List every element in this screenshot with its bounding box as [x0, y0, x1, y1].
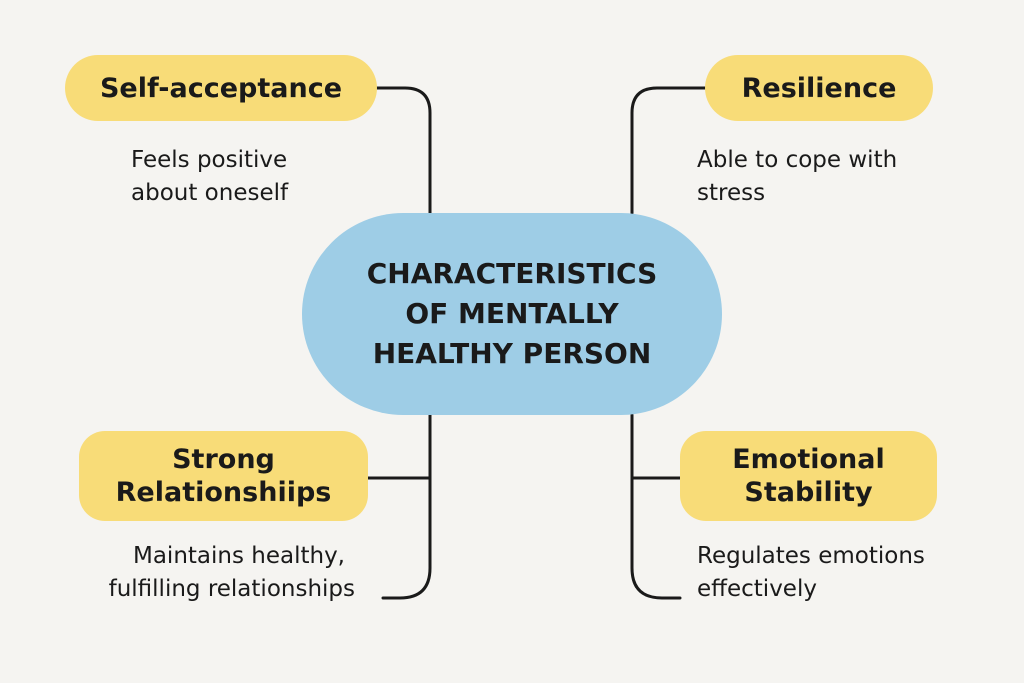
node-title: Resilience: [741, 72, 897, 104]
node-title: Stability: [744, 477, 873, 508]
desc-line: fulfilling relationships: [108, 576, 355, 602]
node-description-resilience: Able to cope with stress: [697, 144, 897, 210]
desc-line: effectively: [697, 576, 817, 602]
node-description-emotional-stability: Regulates emotions effectively: [697, 540, 925, 606]
connector-strong-relationships: [381, 413, 432, 600]
node-strong-relationships: Strong Relationshiips: [79, 431, 368, 521]
connector-resilience: [630, 86, 707, 215]
node-self-acceptance: Self-acceptance: [65, 55, 377, 121]
node-description-strong-relationships: Maintains healthy, fulfilling relationsh…: [70, 540, 355, 606]
central-topic: CHARACTERISTICS OF MENTALLY HEALTHY PERS…: [302, 213, 722, 415]
desc-line: Able to cope with: [697, 147, 898, 173]
desc-line: Maintains healthy,: [132, 543, 345, 569]
connector-emotional-stability: [630, 413, 682, 600]
desc-line: Regulates emotions: [697, 543, 925, 569]
desc-line: Feels positive: [131, 147, 288, 173]
node-description-self-acceptance: Feels positive about oneself: [131, 144, 288, 210]
desc-line: stress: [697, 180, 766, 206]
central-topic-line: HEALTHY PERSON: [372, 337, 652, 370]
node-title: Relationshiips: [115, 477, 332, 508]
node-emotional-stability: Emotional Stability: [680, 431, 937, 521]
central-topic-line: OF MENTALLY: [405, 297, 619, 330]
node-resilience: Resilience: [705, 55, 933, 121]
node-title: Self-acceptance: [99, 72, 343, 104]
connector-self-acceptance: [375, 86, 432, 215]
desc-line: about oneself: [131, 180, 289, 206]
central-topic-line: CHARACTERISTICS: [366, 257, 658, 290]
node-title: Strong: [172, 444, 275, 475]
node-title: Emotional: [732, 444, 885, 475]
